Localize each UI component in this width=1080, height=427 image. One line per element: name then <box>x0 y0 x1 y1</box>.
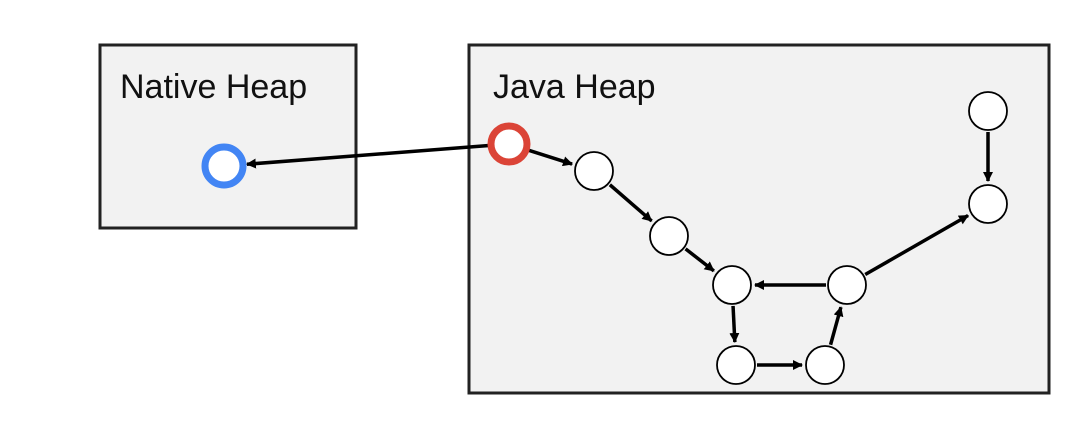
obj-5-node <box>805 345 845 385</box>
gc-root-node <box>487 122 531 166</box>
reference-arrow-obj-2-to-obj-3 <box>684 247 715 273</box>
heap-objects <box>201 91 1008 385</box>
native-heap-label: Native Heap <box>120 68 307 106</box>
native-heap-box <box>98 43 358 230</box>
java-heap-region: Java Heap <box>467 43 1051 395</box>
obj-8-node <box>968 91 1008 131</box>
obj-7-node <box>968 184 1008 224</box>
native-heap-region: Native Heap <box>98 43 358 230</box>
reference-arrow-gc-root-to-obj-1 <box>527 148 574 167</box>
java-heap-label: Java Heap <box>493 68 656 106</box>
obj-1-node <box>574 151 614 191</box>
reference-arrow-obj-5-to-obj-6 <box>828 306 844 346</box>
reference-arrow-obj-1-to-obj-2 <box>608 183 653 223</box>
obj-4-node <box>716 345 756 385</box>
reference-arrow-gc-root-to-native-object <box>245 143 490 169</box>
reference-edges <box>245 132 993 370</box>
obj-2-node <box>649 216 689 256</box>
native-object-node <box>201 143 247 189</box>
reference-arrow-obj-3-to-obj-4 <box>729 305 740 344</box>
obj-6-node <box>827 265 867 305</box>
reference-arrow-obj-6-to-obj-7 <box>864 213 969 277</box>
java-heap-box <box>467 43 1051 395</box>
obj-3-node <box>712 265 752 305</box>
